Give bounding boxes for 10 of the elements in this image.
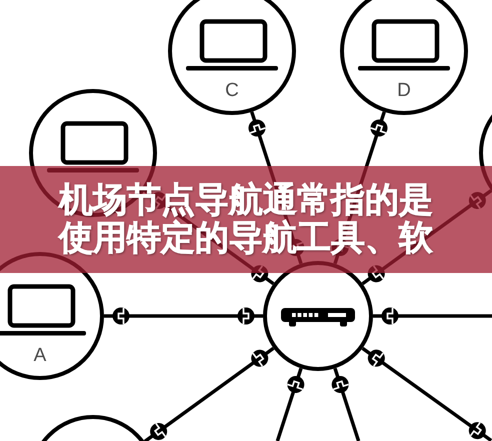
- node-label: A: [32, 344, 48, 366]
- network-cable: [330, 368, 360, 441]
- network-cable: [144, 346, 274, 441]
- network-cable: [276, 368, 306, 441]
- node-label: C: [224, 80, 240, 102]
- network-cable: [373, 306, 492, 326]
- node-label: D: [396, 80, 412, 102]
- network-cable: [104, 306, 263, 326]
- headline: 机场节点导航通常指的是使用特定的导航工具、软: [57, 181, 434, 257]
- network-cable: [362, 346, 492, 441]
